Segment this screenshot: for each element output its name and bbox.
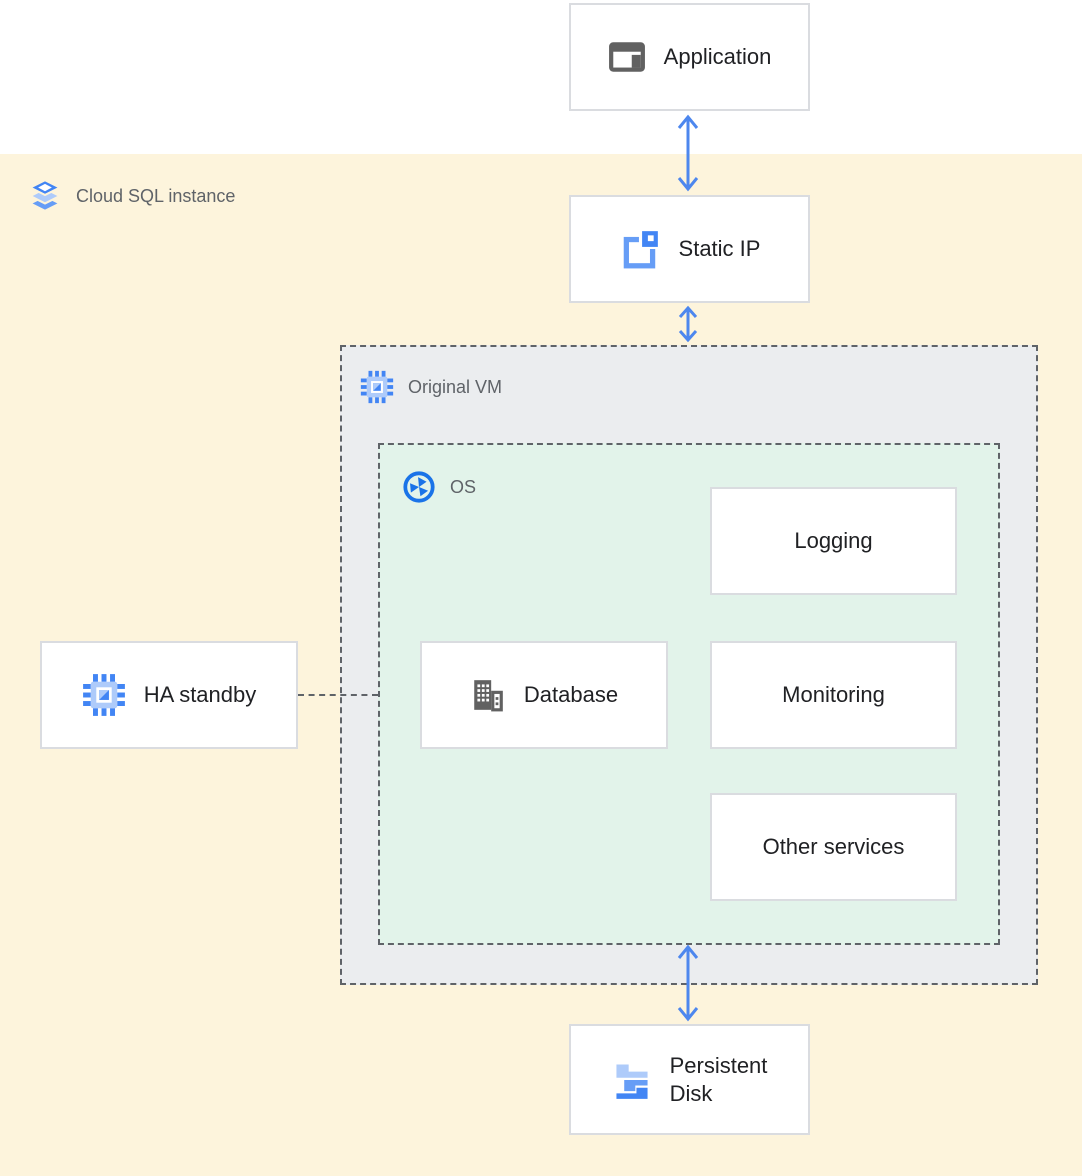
node-ha-standby: HA standby — [40, 641, 298, 749]
node-logging: Logging — [710, 487, 957, 595]
compute-engine-icon — [360, 370, 394, 404]
node-ha-standby-label: HA standby — [143, 682, 257, 707]
node-static-ip: Static IP — [569, 195, 810, 303]
double-arrow-icon — [677, 114, 699, 192]
static-ip-icon — [619, 228, 661, 270]
node-static-ip-label: Static IP — [678, 236, 761, 261]
node-application-label: Application — [663, 44, 772, 69]
node-logging-label: Logging — [794, 528, 873, 553]
connector-os-persistent-disk — [673, 943, 703, 1028]
node-persistent-disk: Persistent Disk — [569, 1024, 810, 1135]
node-persistent-disk-label: Persistent Disk — [670, 1052, 768, 1107]
compute-engine-icon — [82, 673, 126, 717]
double-arrow-icon — [678, 305, 698, 343]
node-application: Application — [569, 3, 810, 111]
node-other-services: Other services — [710, 793, 957, 901]
node-monitoring-label: Monitoring — [782, 682, 885, 707]
original-vm-zone-label-text: Original VM — [408, 376, 503, 397]
node-monitoring: Monitoring — [710, 641, 957, 749]
os-zone-label: OS — [402, 468, 476, 506]
cloud-sql-icon — [28, 177, 62, 215]
node-database: Database — [420, 641, 668, 749]
node-persistent-disk-label-line1: Persistent — [669, 1053, 768, 1078]
os-zone-label-text: OS — [450, 476, 477, 497]
connector-ha-standby-vm — [298, 694, 378, 696]
persistent-disk-icon — [612, 1060, 652, 1100]
database-icon — [470, 677, 506, 713]
node-other-services-label: Other services — [762, 834, 905, 859]
application-window-icon — [608, 41, 646, 73]
connector-application-static-ip — [673, 113, 703, 198]
cloud-sql-zone-label: Cloud SQL instance — [28, 177, 235, 215]
double-arrow-icon — [677, 944, 699, 1022]
connector-static-ip-vm — [673, 305, 703, 348]
original-vm-zone-label: Original VM — [360, 368, 502, 406]
os-image-icon — [402, 470, 436, 504]
cloud-sql-zone-label-text: Cloud SQL instance — [76, 185, 236, 206]
node-persistent-disk-label-line2: Disk — [669, 1080, 713, 1106]
node-database-label: Database — [523, 682, 619, 707]
